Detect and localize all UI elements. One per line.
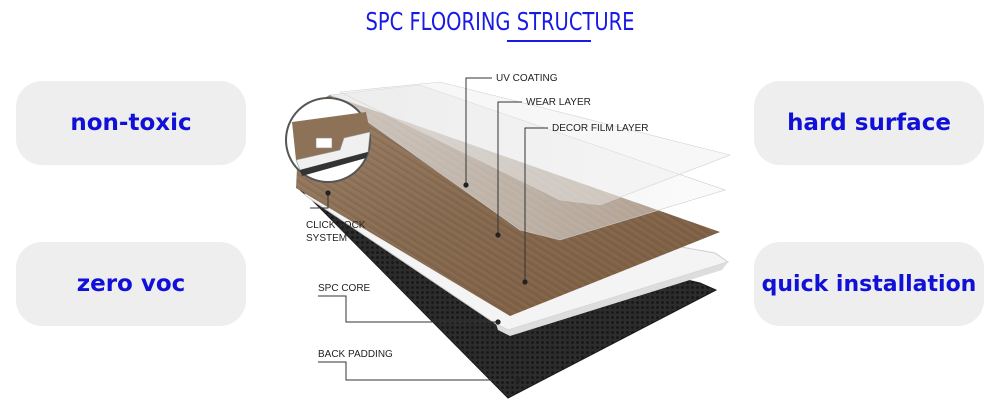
- label-back-padding: BACK PADDING: [318, 349, 393, 360]
- label-decor-film-layer: DECOR FILM LAYER: [552, 123, 649, 134]
- label-spc-core: SPC CORE: [318, 283, 371, 294]
- spc-core-edge: [496, 262, 728, 336]
- feature-label: zero voc: [76, 271, 186, 297]
- click-lock-profile: [292, 112, 371, 176]
- leader-dots: [325, 182, 528, 383]
- feature-label: quick installation: [761, 271, 977, 297]
- feature-pill-hard-surface: hard surface: [754, 81, 984, 165]
- feature-pill-non-toxic: non-toxic: [16, 81, 246, 165]
- feature-label: non-toxic: [70, 110, 192, 136]
- feature-pill-zero-voc: zero voc: [16, 242, 246, 326]
- wear-layer: [338, 81, 731, 206]
- leader-lines: [310, 77, 548, 381]
- label-click-lock-line2: SYSTEM: [306, 233, 347, 244]
- decor-film-layer: [329, 84, 726, 241]
- label-uv-coating: UV COATING: [496, 73, 558, 84]
- title-underline: [507, 40, 591, 42]
- label-wear-layer: WEAR LAYER: [526, 97, 591, 108]
- feature-label: hard surface: [787, 110, 951, 136]
- page-title: SPC FLOORING STRUCTURE: [365, 7, 635, 36]
- label-click-lock-line1: CLICK LOCK: [306, 220, 366, 231]
- feature-pill-quick-installation: quick installation: [754, 242, 984, 326]
